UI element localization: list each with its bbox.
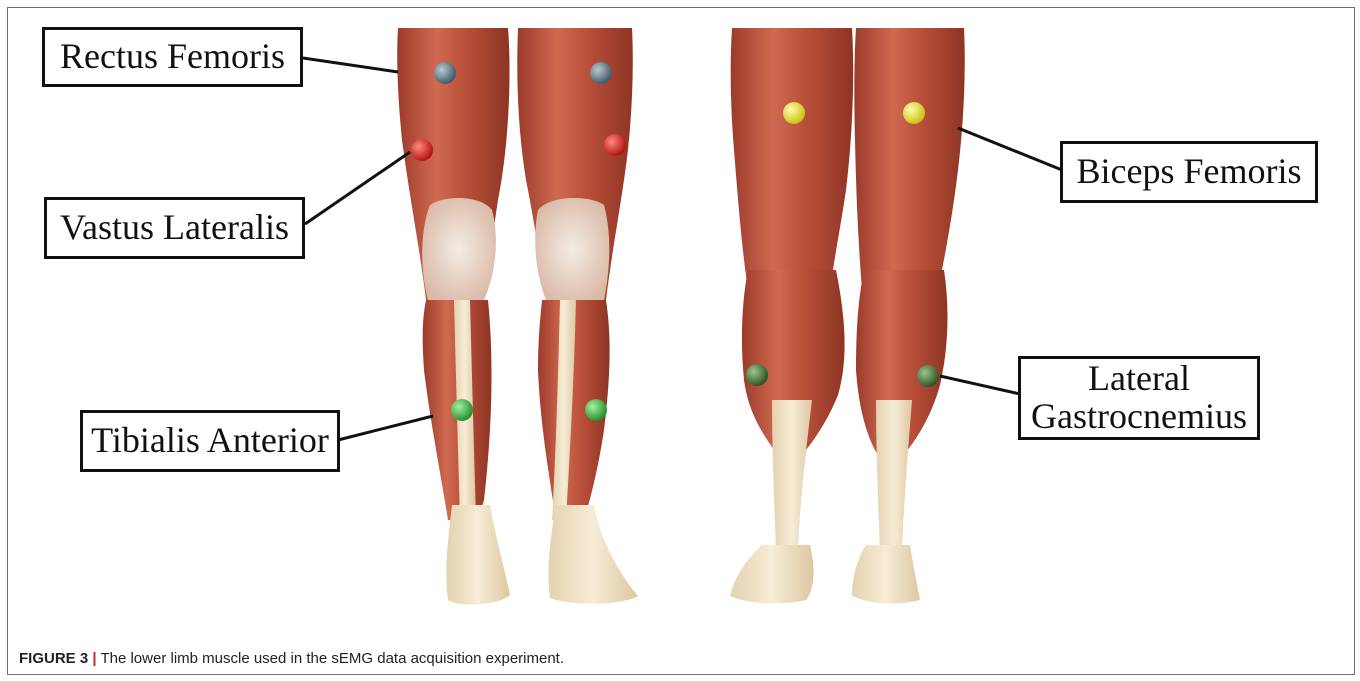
electrode-lateral-gastrocnemius-right: [917, 365, 939, 387]
label-lateral-gastrocnemius-line2: Gastrocnemius: [1031, 398, 1247, 436]
label-tibialis-anterior: Tibialis Anterior: [80, 410, 340, 472]
electrode-lateral-gastrocnemius-left: [746, 364, 768, 386]
label-rectus-femoris: Rectus Femoris: [42, 27, 303, 87]
figure-number: FIGURE 3: [19, 650, 88, 667]
label-lateral-gastrocnemius: Lateral Gastrocnemius: [1018, 356, 1260, 440]
front-leg-left: [397, 28, 510, 605]
back-achilles-left: [772, 400, 812, 550]
electrode-rectus-femoris-right: [590, 62, 612, 84]
back-achilles-right: [876, 400, 912, 550]
electrode-tibialis-anterior-right: [585, 399, 607, 421]
label-vastus-lateralis-text: Vastus Lateralis: [60, 209, 289, 247]
leader-tibialis-anterior: [338, 416, 433, 440]
label-tibialis-anterior-text: Tibialis Anterior: [91, 422, 329, 460]
electrode-vastus-lateralis-left: [411, 139, 433, 161]
back-heel-left: [730, 545, 813, 603]
front-leg-right: [517, 28, 638, 604]
label-lateral-gastrocnemius-line1: Lateral: [1088, 360, 1190, 398]
caption-text: The lower limb muscle used in the sEMG d…: [97, 650, 564, 667]
electrode-vastus-lateralis-right: [604, 134, 626, 156]
label-biceps-femoris: Biceps Femoris: [1060, 141, 1318, 203]
electrode-rectus-femoris-left: [434, 62, 456, 84]
back-heel-right: [852, 545, 920, 603]
leader-rectus-femoris: [303, 58, 398, 72]
front-foot-right: [548, 505, 638, 604]
label-vastus-lateralis: Vastus Lateralis: [44, 197, 305, 259]
leader-biceps-femoris: [958, 128, 1062, 170]
leader-vastus-lateralis: [305, 152, 410, 224]
electrode-biceps-femoris-left: [783, 102, 805, 124]
front-knee-right: [535, 198, 609, 300]
electrode-tibialis-anterior-left: [451, 399, 473, 421]
leader-lateral-gastrocnemius: [940, 376, 1020, 394]
front-knee-left: [422, 198, 496, 300]
label-biceps-femoris-text: Biceps Femoris: [1077, 153, 1302, 191]
back-thigh-right: [854, 28, 964, 290]
back-thigh-left: [731, 28, 853, 290]
figure-caption: FIGURE 3 | The lower limb muscle used in…: [19, 650, 564, 667]
electrode-biceps-femoris-right: [903, 102, 925, 124]
label-rectus-femoris-text: Rectus Femoris: [60, 38, 285, 76]
front-foot-left: [446, 505, 510, 605]
